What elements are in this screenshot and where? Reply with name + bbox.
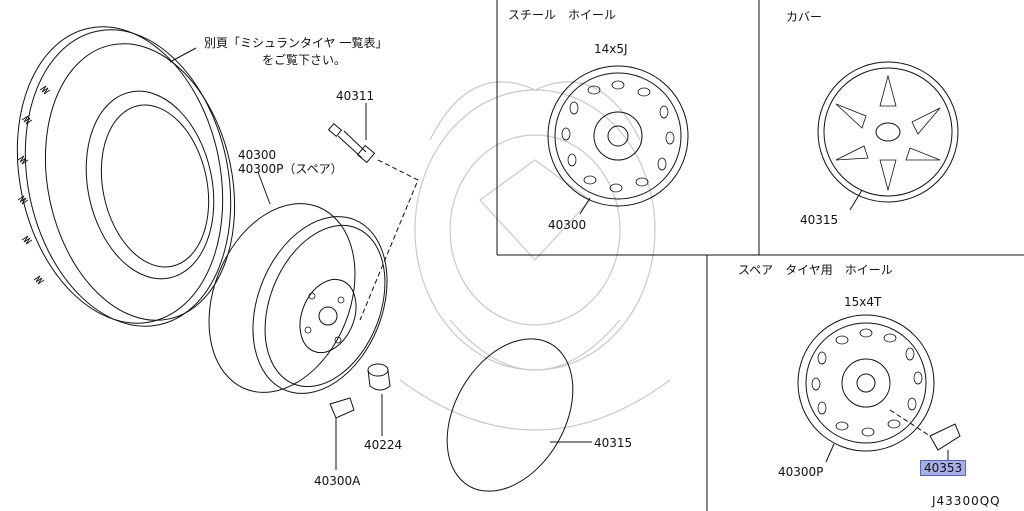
tire-note-line1: 別頁「ミシュランタイヤ 一覧表」	[204, 36, 388, 50]
cover-panel-part[interactable]: 40315	[800, 213, 839, 227]
tire-drawing	[16, 26, 236, 327]
panel-borders	[496, 0, 1024, 511]
steel-panel-size: 14x5J	[594, 42, 628, 56]
wheel-drawing	[208, 171, 388, 394]
watermark-emblem	[399, 81, 671, 431]
spare-panel-size: 15x4T	[844, 295, 882, 309]
part-label-weight[interactable]: 40300A	[314, 474, 361, 488]
part-label-valve[interactable]: 40311	[336, 89, 375, 103]
spare-panel-title: スペア タイヤ用 ホイール	[738, 263, 893, 277]
nut-drawing	[367, 363, 391, 436]
valve-drawing	[327, 103, 419, 321]
steel-wheel-drawing	[547, 65, 689, 215]
wheel-cover-drawing	[817, 61, 959, 211]
steel-panel-part[interactable]: 40300	[548, 218, 587, 232]
part-label-wheel-spare[interactable]: 40300P（スペア）	[238, 162, 343, 176]
spare-panel-extra-part[interactable]: 40353	[920, 460, 967, 476]
spare-wheel-drawing	[797, 314, 961, 463]
tire-note-line2: をご覧下さい。	[262, 53, 347, 67]
part-label-cover[interactable]: 40315	[594, 436, 633, 450]
cover-panel-title: カバー	[786, 10, 823, 24]
steel-panel-title: スチール ホイール	[508, 8, 617, 22]
part-label-nut[interactable]: 40224	[364, 438, 403, 452]
cover-disc-drawing	[446, 338, 592, 492]
weight-drawing	[329, 397, 355, 470]
part-label-wheel[interactable]: 40300	[238, 148, 277, 162]
spare-panel-part[interactable]: 40300P	[778, 465, 824, 479]
diagram-code: J43300QQ	[932, 494, 1001, 508]
